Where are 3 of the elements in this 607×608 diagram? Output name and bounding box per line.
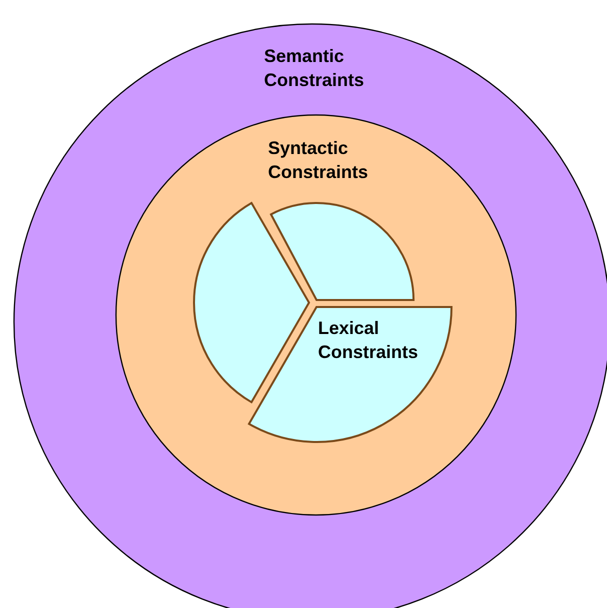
region-label: Semantic Constraints bbox=[264, 45, 366, 92]
region-label: Lexical Constraints bbox=[318, 316, 420, 364]
region-label: Syntactic Constraints bbox=[268, 137, 370, 184]
